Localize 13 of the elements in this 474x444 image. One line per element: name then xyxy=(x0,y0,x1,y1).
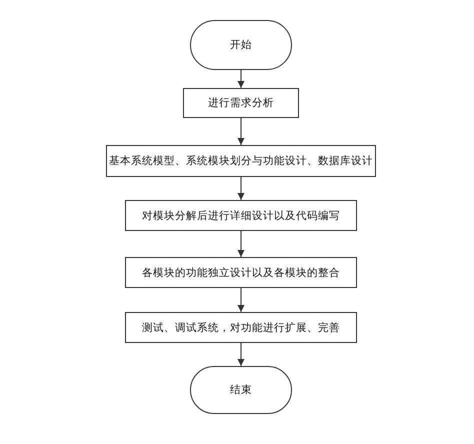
process-box: 各模块的功能独立设计以及各模块的整合 xyxy=(125,257,357,288)
process-box: 对模块分解后进行详细设计以及代码编写 xyxy=(125,200,357,231)
arrow xyxy=(238,342,244,366)
arrow xyxy=(238,70,244,88)
arrow xyxy=(238,176,244,200)
terminal-capsule: 开始 xyxy=(190,20,292,70)
process-box: 基本系统模型、系统模块划分与功能设计、数据库设计 xyxy=(106,145,376,177)
terminal-capsule: 结束 xyxy=(190,366,292,414)
process-box: 进行需求分析 xyxy=(183,88,299,118)
arrow xyxy=(238,118,244,146)
arrow xyxy=(238,288,244,312)
arrow xyxy=(238,230,244,258)
process-box: 测试、调试系统，对功能进行扩展、完善 xyxy=(125,312,357,343)
